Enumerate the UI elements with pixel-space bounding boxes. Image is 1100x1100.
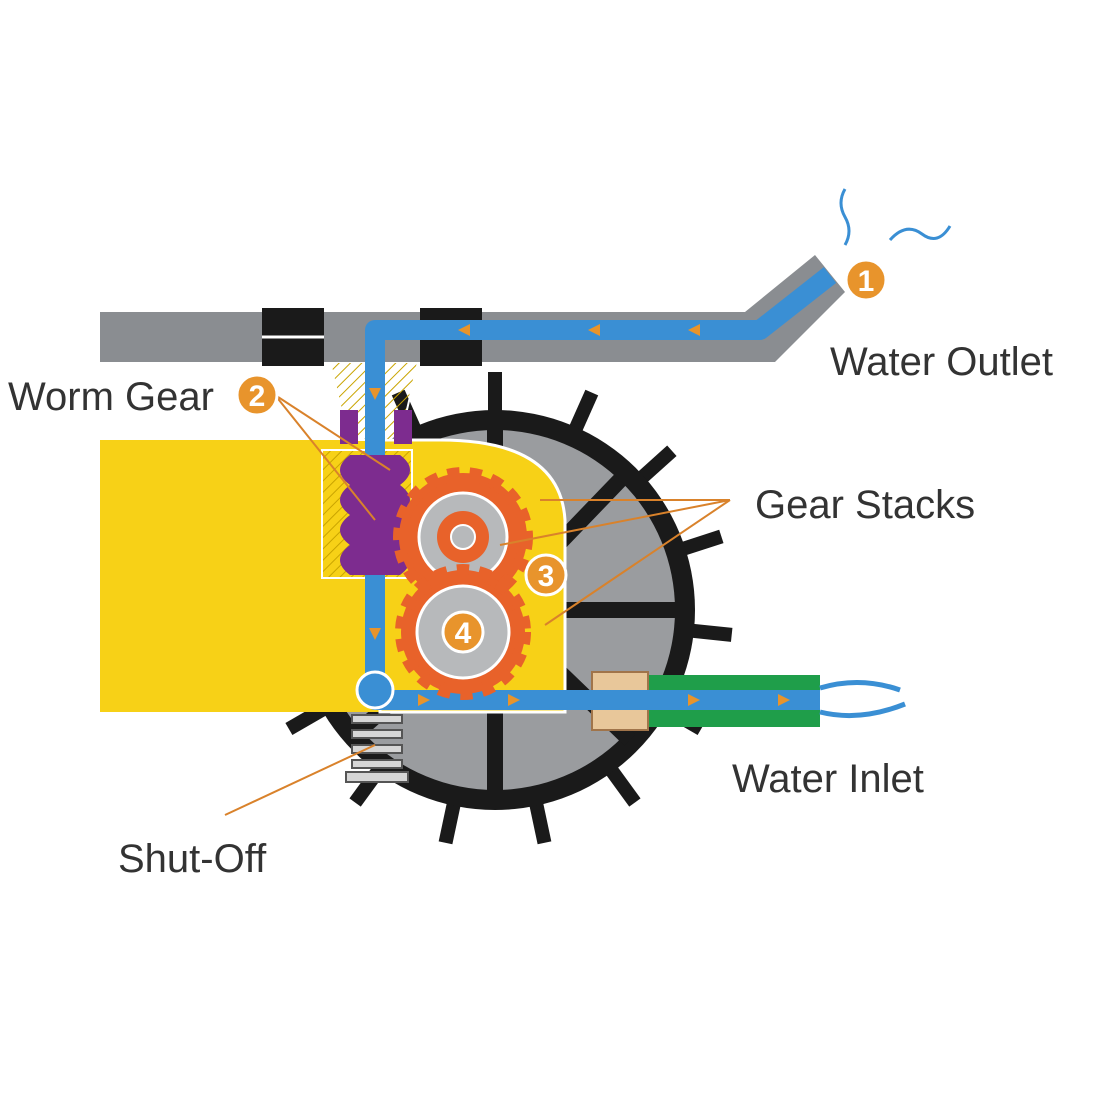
leader-lines (224, 394, 731, 816)
outlet-pipe (100, 255, 845, 366)
label-worm-gear: Worm Gear (8, 375, 214, 419)
marker-2: 2 (235, 373, 279, 417)
label-water-inlet: Water Inlet (732, 757, 924, 801)
outlet-spray (839, 188, 952, 246)
water-channel (355, 188, 952, 710)
label-shut-off: Shut-Off (118, 837, 267, 881)
marker-1: 1 (844, 258, 888, 302)
svg-text:2: 2 (249, 380, 266, 413)
pipe-left (100, 312, 370, 362)
label-gear-stacks: Gear Stacks (755, 483, 975, 527)
svg-text:1: 1 (858, 265, 875, 298)
shut-off-spring (345, 714, 409, 783)
label-water-outlet: Water Outlet (830, 340, 1053, 384)
gear-stack-upper (393, 467, 533, 607)
hose-spray (819, 680, 906, 719)
worm-gear (340, 410, 412, 575)
svg-text:3: 3 (538, 560, 555, 593)
shut-off-valve-ball (355, 670, 395, 710)
marker-4: 4 (441, 610, 485, 654)
water-path (365, 267, 837, 710)
svg-text:4: 4 (455, 617, 472, 650)
marker-3: 3 (524, 553, 568, 597)
